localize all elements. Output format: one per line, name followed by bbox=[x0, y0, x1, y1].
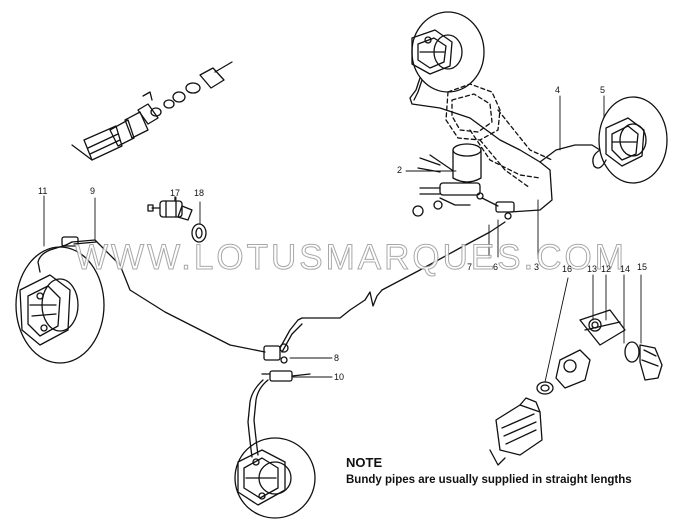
callout-6: 6 bbox=[493, 262, 499, 272]
callout-4: 4 bbox=[555, 85, 561, 95]
callout-12: 12 bbox=[601, 264, 612, 274]
sealing-washer-18 bbox=[191, 223, 207, 243]
brake-pipe-7 bbox=[381, 221, 506, 291]
flexible-hose-10 bbox=[247, 370, 311, 458]
exploded-tee-fittings bbox=[536, 309, 663, 395]
watermark-text: WWW.LOTUSMARQUES.COM bbox=[75, 238, 627, 278]
callout-14: 14 bbox=[620, 264, 631, 274]
callout-8: 8 bbox=[334, 353, 340, 363]
callout-13: 13 bbox=[587, 264, 598, 274]
brake-light-switch bbox=[147, 196, 193, 221]
tee-piece-8 bbox=[263, 299, 366, 364]
connector-6 bbox=[476, 192, 515, 220]
pedal-box-outline bbox=[445, 83, 553, 189]
brake-pipe-4 bbox=[539, 144, 601, 163]
callout-15: 15 bbox=[637, 262, 648, 272]
callout-9: 9 bbox=[90, 186, 96, 196]
callout-7: 7 bbox=[467, 262, 473, 272]
left-rear-brake-disc bbox=[234, 437, 316, 519]
callout-17: 17 bbox=[170, 188, 181, 198]
hose-end-fitting bbox=[61, 236, 79, 247]
upper-brake-disc bbox=[411, 11, 485, 93]
master-cylinder bbox=[412, 143, 482, 217]
callout-10: 10 bbox=[334, 372, 345, 382]
callout-11: 11 bbox=[38, 186, 48, 196]
pipe-break-symbol bbox=[364, 289, 383, 307]
callout-2: 2 bbox=[397, 165, 403, 175]
right-brake-disc bbox=[592, 96, 668, 184]
leader-lines bbox=[43, 95, 642, 383]
callout-18: 18 bbox=[194, 188, 205, 198]
callout-3: 3 bbox=[534, 262, 540, 272]
note-title: NOTE bbox=[346, 455, 383, 470]
callout-16: 16 bbox=[562, 264, 573, 274]
callout-5: 5 bbox=[600, 85, 606, 95]
note-text: Bundy pipes are usually supplied in stra… bbox=[346, 474, 632, 486]
upper-brake-pipe bbox=[409, 77, 553, 213]
brake-pipe-adaptor bbox=[489, 397, 543, 466]
exploded-union-fitting bbox=[71, 61, 233, 161]
